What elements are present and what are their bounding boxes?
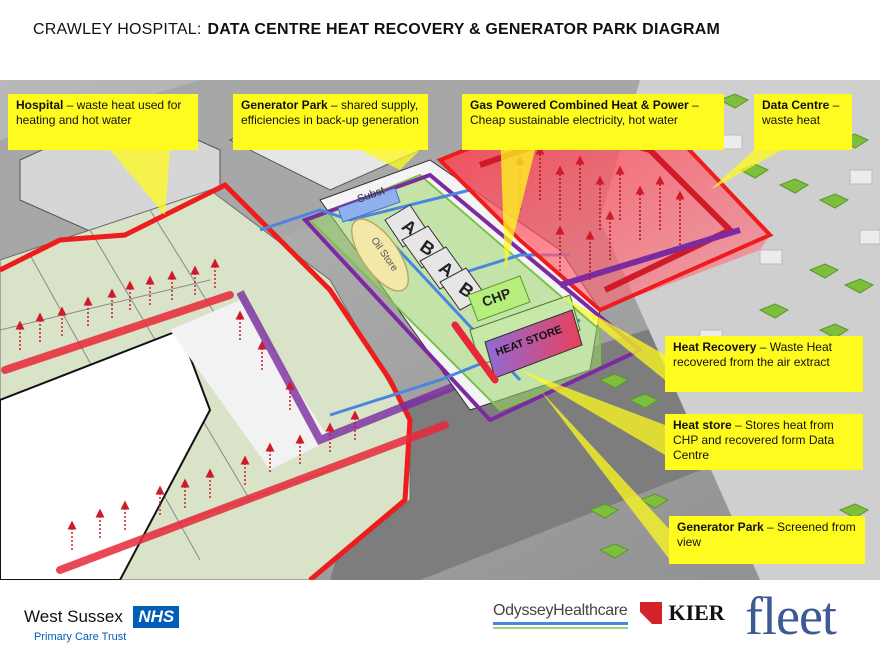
callout-generator-park-top-text: – shared supply, efficiencies in back-up… — [241, 98, 419, 127]
callout-data-centre-heading: Data Centre — [762, 98, 830, 112]
hospital-light-wing — [170, 300, 330, 470]
callout-generator-park-top-heading: Generator Park — [241, 98, 328, 112]
callout-data-centre-text: – waste heat — [762, 98, 840, 127]
kier-logo: KIER — [640, 600, 725, 626]
footer-logos: West Sussex NHS Primary Care Trust Odyss… — [0, 580, 880, 660]
odyssey-logo: OdysseyHealthcare — [493, 602, 628, 629]
callout-hospital: Hospital – waste heat used for heating a… — [8, 94, 198, 150]
callout-heat-store-heading: Heat store — [673, 418, 732, 432]
callout-chp-text: – Cheap sustainable electricity, hot wat… — [470, 98, 699, 127]
callout-heat-store: Heat store – Stores heat from CHP and re… — [665, 414, 863, 470]
nhs-badge: NHS — [133, 606, 180, 628]
callout-data-centre: Data Centre – waste heat — [754, 94, 852, 150]
hospital-heat-arrows — [15, 258, 360, 550]
callout-chp: Gas Powered Combined Heat & Power – Chea… — [462, 94, 724, 150]
data-centre-heat-arrows — [515, 145, 685, 280]
title-prefix: CRAWLEY HOSPITAL: — [33, 21, 202, 38]
hospital-courtyard — [0, 328, 212, 580]
kier-text: KIER — [668, 600, 725, 625]
title-main: DATA CENTRE HEAT RECOVERY & GENERATOR PA… — [207, 21, 721, 38]
hospital-heat-pipe-upper — [1, 291, 234, 374]
hospital-boundary — [0, 181, 413, 580]
callout-heat-recovery: Heat Recovery – Waste Heat recovered fro… — [665, 336, 863, 392]
fleet-text: fleet — [745, 586, 837, 646]
callout-generator-park-top: Generator Park – shared supply, efficien… — [233, 94, 428, 150]
page-title: CRAWLEY HOSPITAL: DATA CENTRE HEAT RECOVE… — [33, 21, 720, 39]
callout-pointers — [110, 130, 800, 560]
heat-store: HEAT STORE — [469, 294, 583, 379]
callout-hospital-heading: Hospital — [16, 98, 64, 112]
callout-generator-park-bottom: Generator Park – Screened from view — [669, 516, 865, 564]
chp-unit: CHP — [467, 275, 531, 322]
hospital-purple-loop — [236, 290, 472, 446]
callout-generator-park-bottom-text: – Screened from view — [677, 520, 856, 549]
odyssey-text: OdysseyHealthcare — [493, 602, 628, 619]
callout-heat-store-text: – Stores heat from CHP and recovered for… — [673, 418, 835, 462]
callout-generator-park-bottom-heading: Generator Park — [677, 520, 764, 534]
west-sussex-text: West Sussex — [24, 607, 123, 626]
hospital-heat-pipe-lower — [56, 421, 449, 574]
west-sussex-logo: West Sussex NHS Primary Care Trust — [24, 606, 180, 643]
fleet-logo: fleet — [745, 584, 837, 648]
callout-hospital-text: – waste heat used for heating and hot wa… — [16, 98, 182, 127]
heat-store-pipe — [451, 321, 499, 384]
site-diagram: Subst Oil Store A B A B CHP HEAT STORE — [0, 80, 880, 580]
callout-heat-recovery-heading: Heat Recovery — [673, 340, 757, 354]
callout-heat-recovery-text: – Waste Heat recovered from the air extr… — [673, 340, 832, 369]
kier-mark-icon — [640, 602, 662, 624]
odyssey-underline-2 — [493, 627, 628, 629]
primary-care-text: Primary Care Trust — [34, 631, 127, 643]
odyssey-underline — [493, 622, 628, 625]
callout-chp-heading: Gas Powered Combined Heat & Power — [470, 98, 689, 112]
